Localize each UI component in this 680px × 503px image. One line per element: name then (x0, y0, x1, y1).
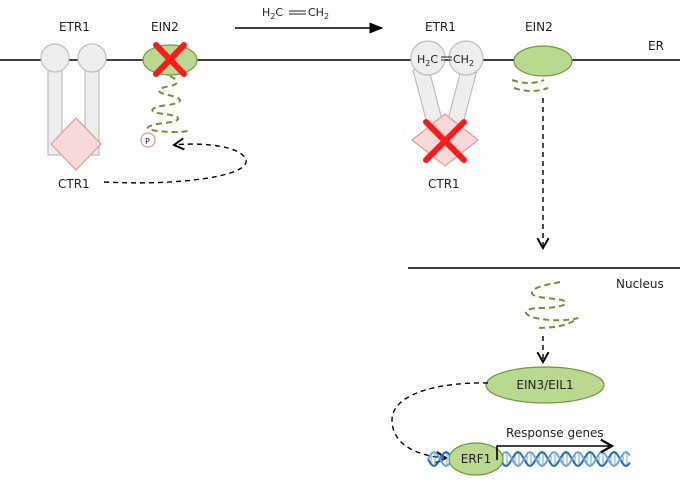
left-phosphorylation-arrow (103, 137, 247, 184)
svg-text:H2C: H2C (262, 6, 283, 21)
left-ein2-cross-icon (153, 42, 187, 77)
left-etr1-receptor (40, 43, 107, 156)
svg-text:CH2: CH2 (453, 53, 474, 68)
right-ctr1-cross-icon (423, 119, 467, 163)
right-ein2-label: EIN2 (525, 20, 553, 34)
erf1-label: ERF1 (461, 452, 491, 466)
ethylene-formula: H2C CH2 (262, 6, 329, 21)
svg-text:CH2: CH2 (308, 6, 329, 21)
right-ctr1-label: CTR1 (428, 177, 460, 191)
left-ctr1-kinase (50, 117, 102, 171)
left-ein2-label: EIN2 (151, 20, 179, 34)
nuclear-ein2-fragment (525, 281, 579, 329)
ein3-eil1-protein (485, 366, 605, 404)
left-ctr1-label: CTR1 (58, 177, 90, 191)
ein3-to-erf1-arrow (391, 382, 489, 464)
right-etr1-label: ETR1 (425, 20, 456, 34)
right-ein2-protein (513, 45, 573, 77)
left-ein2-c-terminal-fragment (146, 75, 191, 134)
right-ein2-cleaved-fragment (511, 79, 549, 92)
left-phosphate-label: P (145, 137, 150, 146)
left-etr1-label: ETR1 (59, 20, 90, 34)
transcription-start-arrow (496, 438, 615, 460)
svg-text:H2C: H2C (417, 53, 438, 68)
response-genes-label: Response genes (506, 426, 604, 440)
nucleus-label: Nucleus (616, 277, 664, 291)
right-bound-ethylene: H2C CH2 (417, 53, 474, 68)
er-label: ER (648, 39, 664, 53)
ein3-eil1-label: EIN3/EIL1 (516, 378, 573, 392)
left-phosphate-icon (140, 132, 156, 148)
erf1-protein (448, 442, 504, 476)
